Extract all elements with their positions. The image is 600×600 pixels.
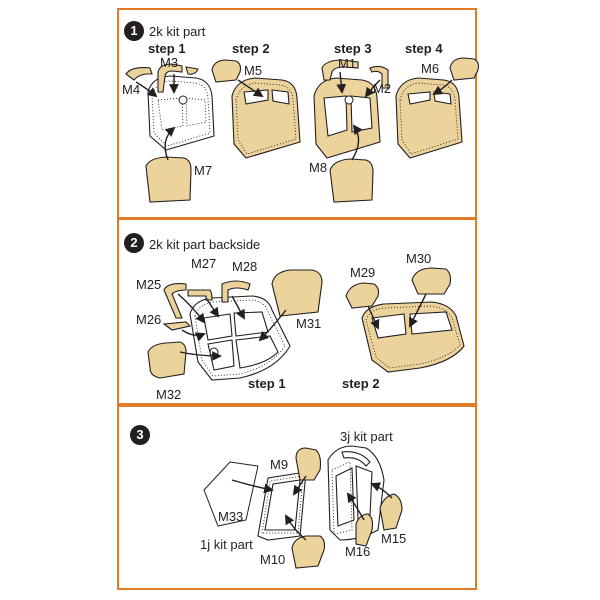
part-m7-shape — [145, 156, 192, 203]
part-m6-shape — [449, 57, 480, 81]
label-m28: M28 — [232, 259, 258, 274]
panel-2-title: 2k kit part backside — [149, 237, 261, 252]
label-m27: M27 — [191, 256, 217, 271]
panel-2-step-1: step 1 — [248, 376, 286, 391]
part-m15-shape — [379, 493, 403, 531]
panel-3-title: 3j kit part — [340, 429, 393, 444]
part-m5-shape — [211, 59, 242, 83]
backside-step1-frame — [189, 295, 291, 381]
panel-1-step-2: step 2 — [232, 41, 270, 56]
label-m9: M9 — [270, 457, 289, 472]
part-m32-shape — [147, 341, 187, 379]
step1-frame — [147, 75, 215, 151]
part-m31-shape — [271, 269, 323, 317]
part-m9-shape — [295, 447, 322, 481]
part-m33-shape — [203, 461, 259, 527]
part-m2-shape — [369, 65, 389, 89]
panel-3-badge: 3 — [130, 425, 150, 445]
panel-3-subtitle: 1j kit part — [200, 537, 253, 552]
label-m33: M33 — [218, 509, 244, 524]
label-m5: M5 — [244, 63, 263, 78]
label-m4: M4 — [122, 82, 141, 97]
label-m10: M10 — [260, 552, 286, 567]
part-m30-shape — [411, 267, 452, 295]
label-m25: M25 — [136, 277, 162, 292]
label-m31: M31 — [296, 316, 322, 331]
step2-frame — [231, 77, 301, 159]
part-m8-shape — [329, 158, 374, 203]
step3-frame — [313, 77, 381, 159]
part-m1-shape — [321, 59, 359, 81]
step4-frame — [395, 77, 463, 159]
label-m15: M15 — [381, 531, 407, 546]
part-m3-shape — [157, 63, 199, 93]
jkit-frame — [257, 471, 307, 541]
label-m1: M1 — [338, 56, 357, 71]
label-m6: M6 — [421, 61, 440, 76]
panel-2-badge: 2 — [124, 233, 144, 253]
panel-1-step-1: step 1 — [148, 41, 186, 56]
label-m2: M2 — [373, 81, 392, 96]
label-m3: M3 — [160, 55, 179, 70]
part-m10-shape — [291, 535, 326, 569]
part-m4-shape — [125, 67, 153, 81]
panel-2-step-2: step 2 — [342, 376, 380, 391]
part-m27-shape — [187, 289, 213, 301]
part-m29-shape — [345, 282, 380, 309]
part-m26-shape — [162, 321, 192, 331]
panel-1-step-3: step 3 — [334, 41, 372, 56]
part-m28-shape — [221, 280, 251, 303]
label-m8: M8 — [309, 160, 328, 175]
label-m16: M16 — [345, 544, 371, 559]
panel-1-badge: 1 — [124, 21, 144, 41]
panel-1-title: 2k kit part — [149, 24, 206, 39]
panel-1-step-4: step 4 — [405, 41, 443, 56]
label-m29: M29 — [350, 265, 376, 280]
label-m7: M7 — [194, 163, 213, 178]
label-m30: M30 — [406, 251, 432, 266]
label-m26: M26 — [136, 312, 162, 327]
label-m32: M32 — [156, 387, 182, 402]
backside-step2-frame — [361, 301, 465, 373]
part-m25-shape — [163, 283, 187, 319]
part-m16-shape — [355, 513, 374, 547]
